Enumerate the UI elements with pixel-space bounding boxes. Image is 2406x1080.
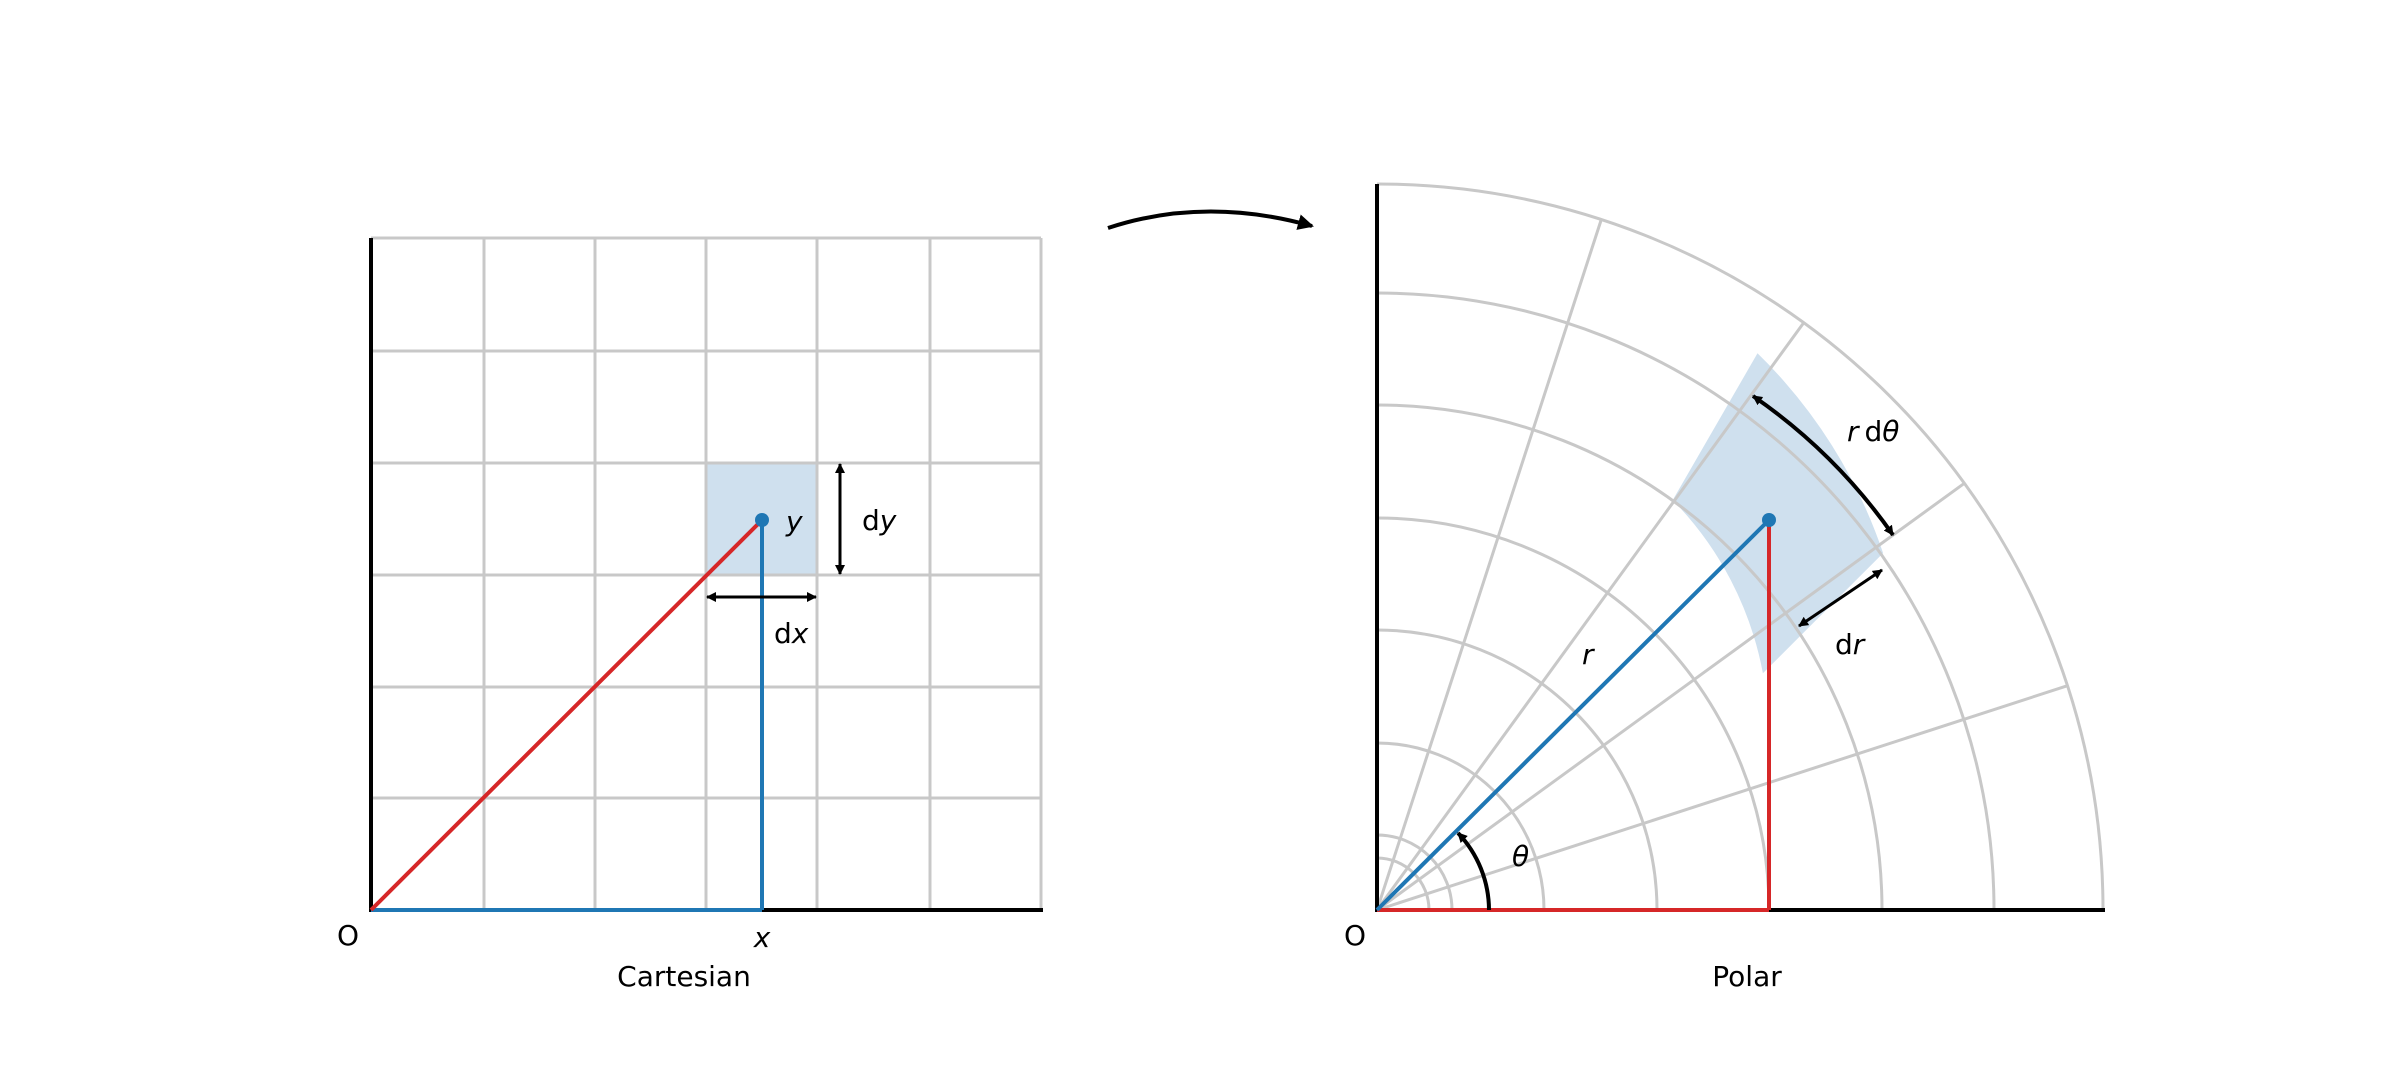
dr-arrow — [1798, 568, 1883, 628]
polar-point — [1762, 513, 1776, 527]
cartesian-caption: Cartesian — [617, 960, 751, 993]
dy-label: dy — [862, 504, 897, 537]
theta-arrow — [1456, 831, 1491, 911]
polar-origin-label: O — [1344, 919, 1366, 952]
cartesian-position-vector — [369, 518, 764, 912]
polar-grid-rays — [1375, 219, 2068, 912]
cartesian-point — [755, 513, 769, 527]
polar-caption: Polar — [1712, 960, 1782, 993]
rdtheta-arrow — [1751, 394, 1895, 537]
dr-label: dr — [1835, 628, 1866, 661]
r-label: r — [1582, 638, 1595, 671]
cartesian-origin-label: O — [337, 919, 359, 952]
y-label: y — [785, 505, 803, 538]
polar-radius-vector — [1375, 518, 1771, 912]
transform-arrow — [1107, 209, 1314, 230]
theta-label: θ — [1512, 840, 1529, 873]
x-label: x — [753, 921, 771, 954]
dx-label: dx — [774, 617, 809, 650]
cartesian-panel: O x y dx dy Cartesian — [337, 236, 1043, 993]
cartesian-grid — [371, 236, 1043, 910]
